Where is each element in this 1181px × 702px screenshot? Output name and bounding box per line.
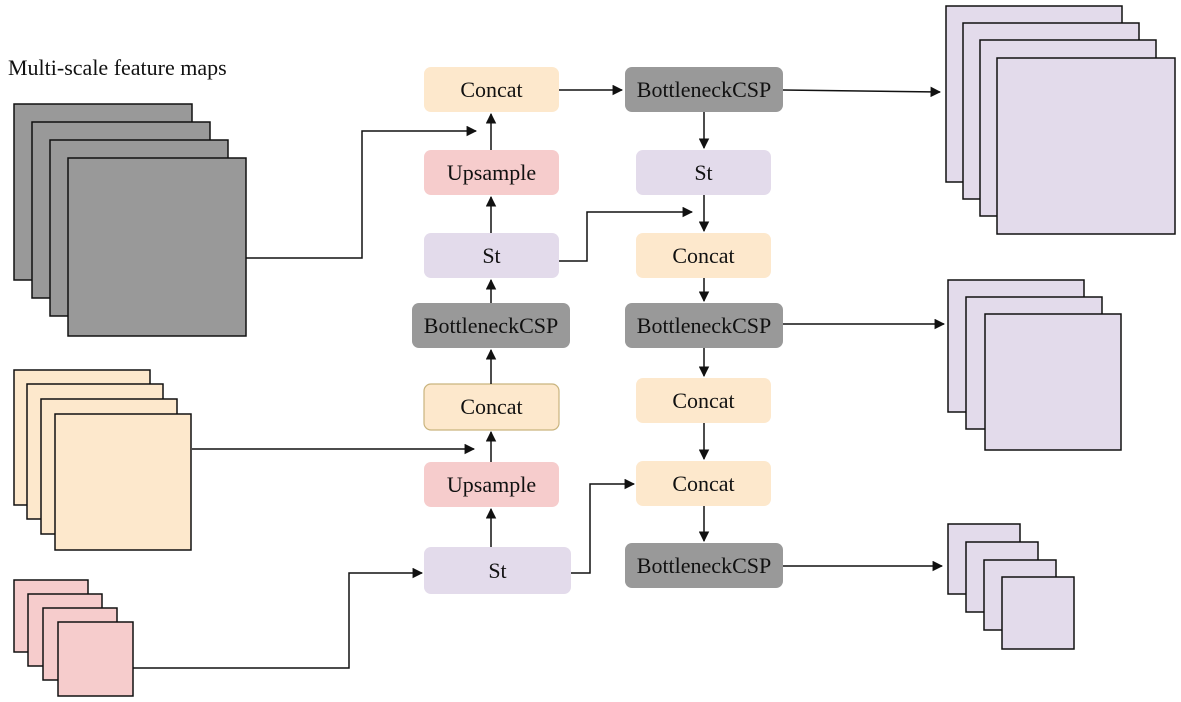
node-left-bottleneckcsp: BottleneckCSP: [412, 303, 570, 348]
node-label: BottleneckCSP: [424, 313, 558, 338]
node-left-concat-top: Concat: [424, 67, 559, 112]
arrow-st-mid-to-right: [559, 206, 694, 262]
input-feature-map-medium: [13, 369, 192, 551]
node-label: Concat: [672, 388, 734, 413]
output-feature-map-large: [945, 5, 1176, 235]
feature-map-layer: [54, 413, 192, 551]
node-label: St: [694, 160, 712, 185]
arrow-large-input-to-concat: [246, 125, 478, 259]
arrow-small-input-to-st: [133, 567, 424, 669]
node-right-concat-2: Concat: [636, 378, 771, 423]
node-right-bottleneckcsp-bottom: BottleneckCSP: [625, 543, 783, 588]
node-label: Concat: [672, 471, 734, 496]
diagram-title: Multi-scale feature maps: [8, 55, 227, 80]
node-label: Concat: [460, 77, 522, 102]
input-feature-map-large: [13, 103, 247, 337]
node-label: St: [488, 558, 506, 583]
node-left-upsample-bottom: Upsample: [424, 462, 559, 507]
input-feature-map-small: [13, 579, 134, 697]
node-left-st-bottom: St: [424, 547, 571, 594]
feature-map-layer: [996, 57, 1176, 235]
node-left-upsample-top: Upsample: [424, 150, 559, 195]
node-right-bottleneckcsp-top: BottleneckCSP: [625, 67, 783, 112]
output-feature-map-small: [947, 523, 1075, 650]
node-label: St: [482, 243, 500, 268]
arrow-st-bottom-to-concat: [571, 478, 636, 574]
node-right-bottleneckcsp-mid: BottleneckCSP: [625, 303, 783, 348]
output-feature-map-medium: [947, 279, 1122, 451]
node-label: BottleneckCSP: [637, 313, 771, 338]
feature-map-layer: [57, 621, 134, 697]
node-label: Concat: [460, 394, 522, 419]
node-label: BottleneckCSP: [637, 553, 771, 578]
node-label: BottleneckCSP: [637, 77, 771, 102]
feature-map-layer: [1001, 576, 1075, 650]
node-label: Concat: [672, 243, 734, 268]
arrow-to-output-large: [782, 86, 942, 98]
node-right-concat-3: Concat: [636, 461, 771, 506]
node-left-concat-bottom: Concat: [423, 383, 560, 431]
node-label: Upsample: [447, 472, 536, 497]
feature-map-layer: [984, 313, 1122, 451]
node-label: Upsample: [447, 160, 536, 185]
node-right-concat-1: Concat: [636, 233, 771, 278]
node-right-st: St: [636, 150, 771, 195]
node-left-st-mid: St: [424, 233, 559, 278]
feature-map-layer: [67, 157, 247, 337]
